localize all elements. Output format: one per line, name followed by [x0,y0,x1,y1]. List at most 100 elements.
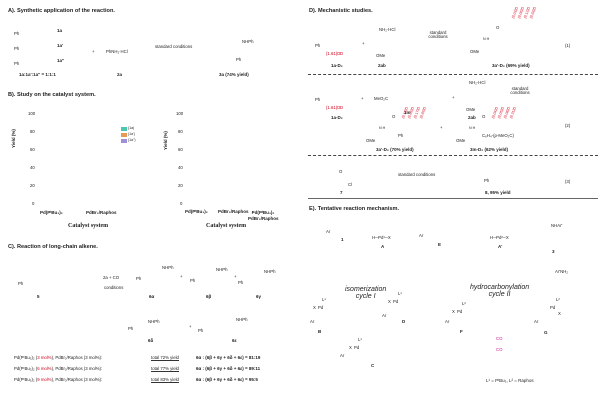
section-e-title: E). Tentative reaction mechanism. [309,206,400,212]
eq2-p2-d-4: (0.31)D [509,106,517,120]
section-d-separator-1 [308,74,598,75]
eq2-plus-3: + [440,125,443,130]
section-d-title: D). Mechanistic studies. [309,8,373,14]
substrate-5-label: 5 [37,294,40,299]
cond-row-1-selectivity: 6α : (6β + 6γ + 6δ + 6ε) = 81:19 [196,355,261,360]
eq3-o: O [339,169,343,174]
eq2-sub-d1: (1.61)D [326,105,341,110]
section-a-ph-2: Ph [14,46,20,51]
eq2-p1-o: O [392,114,396,119]
chart-2d-ytick-80: 80 [178,129,183,134]
legend-swatch-1a-double-prime [121,139,127,143]
prod-6a-ph: Ph [136,276,142,281]
eq3-arrow-text: standard conditions [398,172,436,177]
eq1-product-ome: OMe [470,49,480,54]
eq1-plus: + [362,41,365,46]
chart-3d-xlabel: Catalyst system [68,223,109,229]
mech-D-l1: L¹ [398,291,402,296]
eq1-amine: NH₂·HCl [379,27,396,32]
eq2-p2-sub: C₆H₄-(p-MeO₂C) [482,133,514,138]
mech-C-label: C [371,363,375,368]
eq1-product-d-4: (0.63)D [529,6,537,20]
mech-C-x: X [349,345,352,350]
prod-6g-ph: Ph [238,280,244,285]
chart-3d-ylabel: Yield (%) [11,129,16,148]
plus-c-2: + [234,274,237,279]
chart-3d-bar-top-1-0 [95,133,112,138]
chart-3d-xcat-1: Pd(PᵗBu₃)₂ [40,210,63,215]
cond-row-2: Pd(PᵗBu₃)₂ (6 mol%), PdBr₂/Raphos (3 mol… [14,366,103,371]
eq2-meo2c: MeO₂C [374,96,389,101]
mech-F-pd: Pd [457,309,463,314]
eq2-sub-label: 1a-D₂ [331,115,343,120]
eq2-arrow-text: standard conditions [510,86,530,96]
section-a-product-nh: NHPh [242,39,254,44]
section-a-ph-1: Ph [14,31,20,36]
eq3-sub-label: 7 [340,190,343,195]
label-1a-double-prime: 1a'' [57,58,65,63]
mech-F-l2: L² [462,301,466,306]
cond-row-2-yield: total 77% yield [151,366,179,373]
mech-sub1-ar: Ar [326,229,331,234]
mech-F-ar: Ar [445,319,450,324]
prod-6g-nhph: NHPh [264,269,276,274]
eq3-cl: Cl [348,182,353,187]
chart-2d-ytick-0: 0 [180,201,183,206]
section-c-ph-substrate: Ph [18,281,24,286]
section-d-separator-2 [308,155,598,156]
mech-A2-text: H─Pd²─X [490,235,509,240]
mech-C-ar: Ar [340,353,345,358]
eq3-number: (3) [565,179,571,184]
chart-2d-xcat-2: PdBr₂/Raphos [218,209,249,214]
chart-3d-bar-side-1-0 [104,133,112,206]
eq2-p1-ph: Ph [398,133,404,138]
eq2-p2-nh: N H [469,126,476,130]
legend-label-1a: (1a) [128,126,135,130]
eq1-arrow-text: standard conditions [428,30,448,40]
aniline-label: 2a [117,72,123,77]
eq2-p1-label: 3a'-D₂ (70% yield) [376,147,414,152]
eq2-plus-2: + [452,95,455,100]
mech-C-l1: L¹ [358,337,362,342]
plus-sign: + [92,49,95,54]
legend-swatch-1a-prime [121,133,127,137]
cond-row-3-selectivity: 6α : (6β + 6γ + 6δ + 6ε) = 95:5 [196,377,258,382]
chart-2d-ytick-40: 40 [178,165,183,170]
prod-6g-label: 6γ [256,294,262,299]
eq2-p2-ome: OMe [456,138,466,143]
prod-6b-nhph: NHPh [216,267,228,272]
mech-D-x: X [388,299,391,304]
mech-B-x: X [313,305,316,310]
mech-prod-label: 3 [552,249,555,254]
cond-row-1-yield: total 72% yield [151,355,179,362]
chart-3d-side-wall [39,104,55,206]
legend-label-1a-prime: (1a') [128,132,135,136]
eq3-ph: Ph [484,178,490,183]
cond-row-2-selectivity: 6α : (6β + 6γ + 6δ + 6ε) = 89:11 [196,366,261,371]
eq1-amine-label: 2ab [378,63,386,68]
product-3a-label: 3a (74% yield) [219,72,249,77]
aniline-reagent: PhNH₂·HCl [106,49,128,54]
chart-3d-gridline-60 [39,140,149,152]
eq2-amine: NH₂·HCl [469,80,486,85]
eq2-sub-d2: D [340,105,344,110]
mech-G-l2: L² [556,297,560,302]
mech-sub1-label: 1 [341,237,344,242]
mech-A2-label: A' [498,244,503,249]
prod-6b-ph: Ph [190,278,196,283]
prod-6a-label: 6α [149,294,155,299]
label-1a-prime: 1a' [57,43,64,48]
label-1a: 1a [57,28,63,33]
eq2-amine-label: 2ab [468,115,476,120]
cond-row-3: Pd(PᵗBu₃)₂ (9 mol%), PdBr₂/Raphos (3 mol… [14,377,103,382]
prod-6d-ph: Ph [128,326,134,331]
legend-swatch-1a [121,127,127,131]
chart-2d-ytick-100: 100 [176,111,184,116]
eq1-sub-ph: Ph [315,43,321,48]
eq1-product-label: 3a'-D₂ (69% yield) [492,63,530,68]
chart-2d-ytick-20: 20 [178,183,183,188]
plus-c-3: + [189,324,192,329]
mech-A-label: A [381,244,385,249]
